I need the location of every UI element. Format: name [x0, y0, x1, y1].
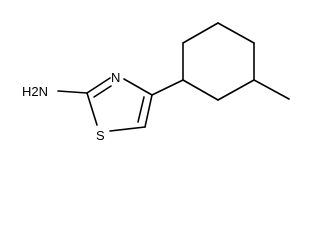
- bond-n3-c2: [86, 77, 111, 94]
- bond-c5-c4: [144, 94, 153, 128]
- bond-n3-c2-inner: [93, 85, 112, 98]
- bond-c4-n3: [123, 78, 153, 96]
- bond-methyl: [253, 79, 290, 100]
- bond-c2-amine: [57, 90, 88, 94]
- bond-c4-cyclohexyl: [151, 79, 184, 96]
- molecule-structure: H2N N S: [22, 22, 290, 143]
- nitrogen-label: N: [111, 70, 120, 85]
- bond-c2-s1: [86, 92, 98, 126]
- bond-c5-c4-inner: [137, 96, 145, 123]
- bond-s1-c5: [109, 126, 146, 132]
- bond-cy-6-1: [182, 79, 219, 101]
- bond-cy-3-4: [217, 22, 255, 44]
- amine-label: H2N: [22, 84, 48, 99]
- bond-cy-5-6: [217, 79, 255, 101]
- sulfur-label: S: [96, 128, 105, 143]
- bond-cy-2-3: [182, 22, 219, 44]
